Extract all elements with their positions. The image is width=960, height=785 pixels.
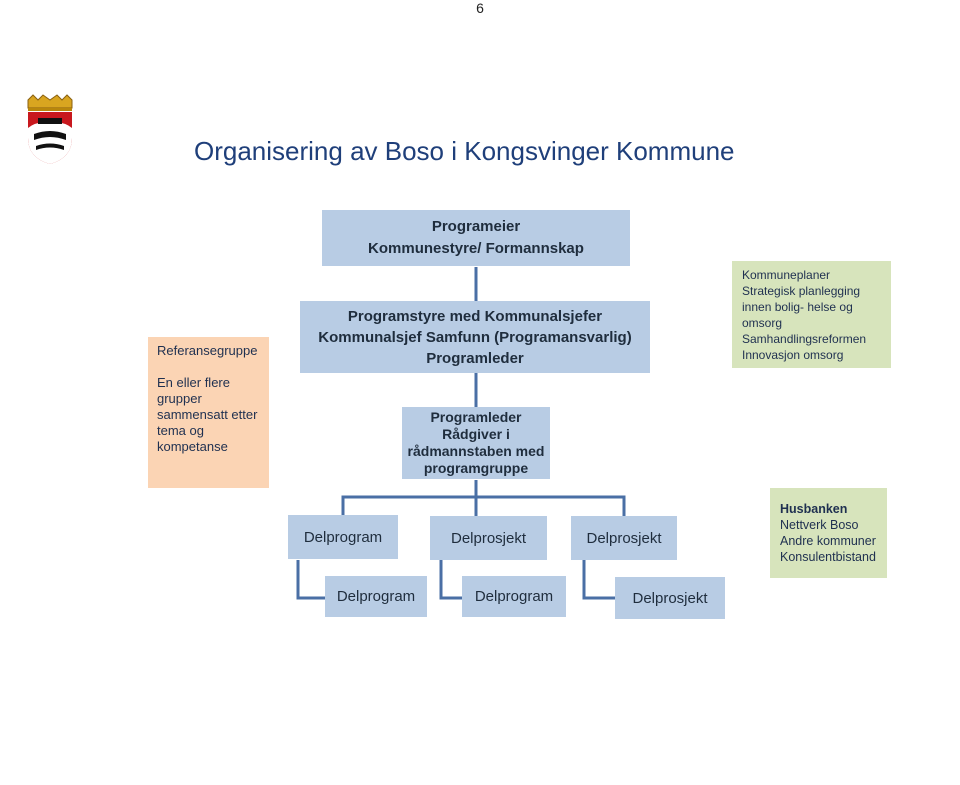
husbanken-item: Andre kommuner xyxy=(780,534,876,548)
referansegruppe-title: Referansegruppe xyxy=(157,343,258,358)
box-label: Delprosjekt xyxy=(632,589,708,607)
husbanken-item: Nettverk Boso xyxy=(780,518,859,532)
programleder-box: Programleder Rådgiver i rådmannstaben me… xyxy=(402,407,550,479)
programleder-line-2: Rådgiver i xyxy=(442,426,510,442)
programstyre-line-2: Kommunalsjef Samfunn (Programansvarlig) xyxy=(318,328,632,346)
programeier-box: Programeier Kommunestyre/ Formannskap xyxy=(322,210,630,266)
delprosjekt-box: Delprosjekt xyxy=(430,516,547,560)
programstyre-line-3: Programleder xyxy=(426,349,524,367)
delprosjekt-box: Delprosjekt xyxy=(571,516,677,560)
box-label: Delprogram xyxy=(303,528,383,546)
kommuneplaner-item: Innovasjon omsorg xyxy=(742,347,844,362)
programstyre-line-1: Programstyre med Kommunalsjefer xyxy=(347,307,603,325)
delprogram-box: Delprogram xyxy=(288,515,398,559)
kommuneplaner-box: Kommuneplaner Strategisk planlegging inn… xyxy=(732,261,891,368)
husbanken-title: Husbanken xyxy=(780,502,848,516)
referansegruppe-description: En eller flere grupper sammensatt etter … xyxy=(157,375,258,454)
delprogram-box: Delprogram xyxy=(462,576,566,617)
connector-level1-bus xyxy=(341,495,626,516)
connector-d1-d4 xyxy=(296,560,325,600)
kommuneplaner-item: innen bolig- helse og xyxy=(742,299,853,314)
page-title: Organisering av Boso i Kongsvinger Kommu… xyxy=(194,136,735,166)
programleder-line-1: Programleder xyxy=(430,409,522,425)
connector-d3-d6 xyxy=(582,560,615,600)
programleder-line-4: programgruppe xyxy=(423,460,529,476)
husbanken-box: Husbanken Nettverk Boso Andre kommuner K… xyxy=(770,488,887,578)
box-label: Delprosjekt xyxy=(450,529,527,547)
kommuneplaner-item: Kommuneplaner xyxy=(742,267,831,282)
page-number: 6 xyxy=(476,0,484,16)
box-label: Delprosjekt xyxy=(586,529,662,547)
programeier-label: Programeier xyxy=(431,218,521,235)
programstyre-box: Programstyre med Kommunalsjefer Kommunal… xyxy=(300,301,650,373)
delprosjekt-box: Delprosjekt xyxy=(615,577,725,619)
box-label: Delprogram xyxy=(336,588,416,605)
kommuneplaner-item: Samhandlingsreformen xyxy=(742,331,867,346)
referansegruppe-box: Referansegruppe En eller flere grupper s… xyxy=(148,337,269,488)
coat-of-arms-icon xyxy=(27,94,73,164)
husbanken-item: Konsulentbistand xyxy=(780,550,876,564)
box-label: Delprogram xyxy=(474,588,554,605)
kommuneplaner-item: omsorg xyxy=(742,315,783,330)
connector-d2-d5 xyxy=(439,560,462,600)
kommuneplaner-item: Strategisk planlegging xyxy=(742,283,861,298)
delprogram-box: Delprogram xyxy=(325,576,427,617)
programleder-line-3: rådmannstaben med xyxy=(407,443,545,459)
programeier-body: Kommunestyre/ Formannskap xyxy=(368,240,584,257)
